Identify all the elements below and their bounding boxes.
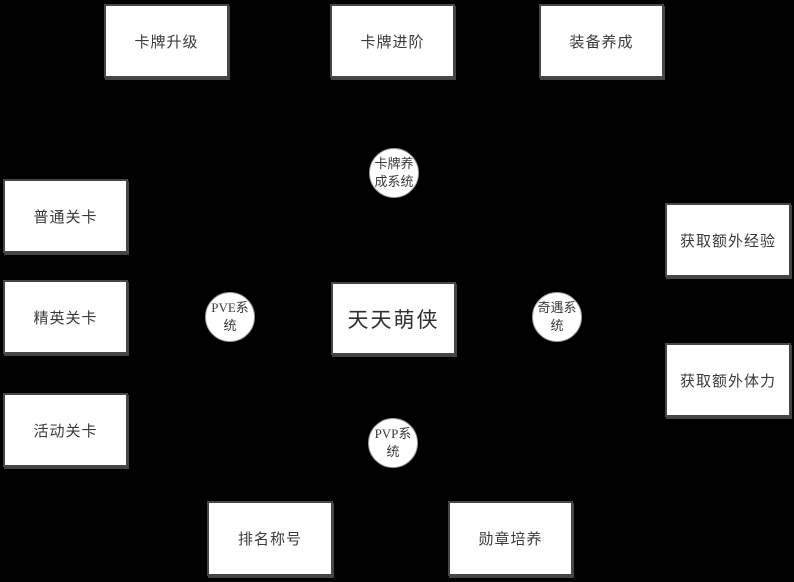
node-label: 装备养成 [569,34,634,51]
node-center-game-title: 天天萌侠 [331,282,456,355]
node-label: 获取额外经验 [679,233,776,250]
node-label: 排名称号 [237,532,302,548]
node-label: 勋章培养 [478,532,543,548]
node-medal-growth: 勋章培养 [448,501,573,576]
node-label: 卡牌进阶 [360,34,425,51]
node-label: 卡牌养成系统 [374,156,414,189]
node-normal-stage: 普通关卡 [3,179,128,253]
node-elite-stage: 精英关卡 [3,280,128,354]
node-label: 获取额外体力 [679,373,776,390]
node-card-upgrade: 卡牌升级 [104,4,229,78]
node-card-growth-system: 卡牌养成系统 [369,148,419,198]
node-label: 普通关卡 [33,209,98,226]
node-rank-title: 排名称号 [207,501,333,576]
node-label: 活动关卡 [33,423,98,440]
node-pvp-system: PVP系统 [368,418,418,468]
node-event-stage: 活动关卡 [3,393,128,467]
node-label: 天天萌侠 [347,307,440,332]
node-extra-stamina: 获取额外体力 [665,343,791,417]
node-card-advance: 卡牌进阶 [330,4,455,78]
node-extra-exp: 获取额外经验 [665,203,791,277]
node-pve-system: PVE系统 [205,292,255,342]
node-adventure-system: 奇遇系统 [532,292,582,342]
node-label: PVP系统 [374,426,412,459]
node-label: PVE系统 [211,300,249,333]
node-label: 奇遇系统 [537,300,577,333]
node-label: 卡牌升级 [134,34,199,51]
node-equipment-growth: 装备养成 [539,4,664,78]
node-label: 精英关卡 [33,310,98,327]
